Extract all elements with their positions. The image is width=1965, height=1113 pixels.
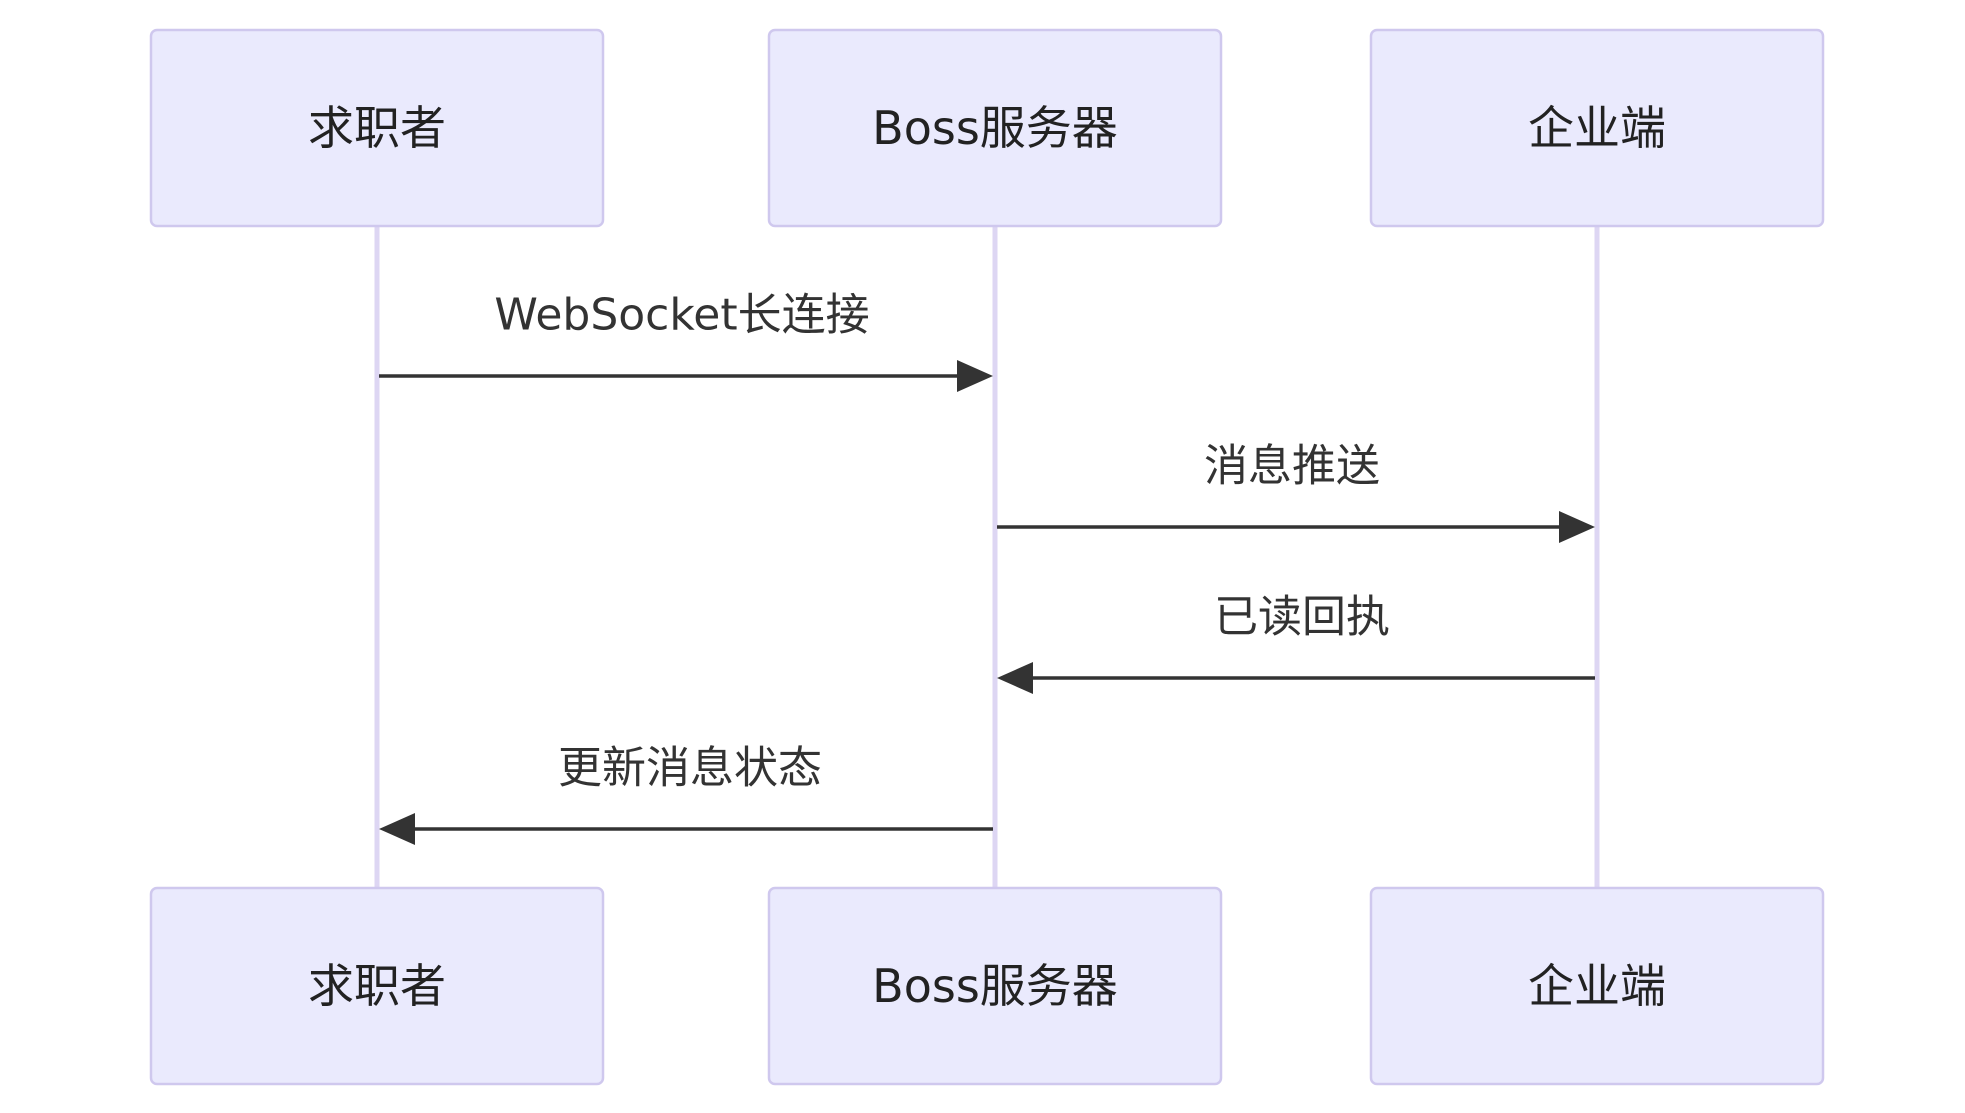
- actor-label: 企业端: [1528, 959, 1666, 1013]
- actor-label: 求职者: [308, 959, 446, 1013]
- actor-bottom-company[interactable]: 企业端: [1369, 886, 1825, 1086]
- actor-bottom-seeker[interactable]: 求职者: [149, 886, 605, 1086]
- arrow-left-icon: [997, 662, 1033, 694]
- actor-label: Boss服务器: [872, 959, 1118, 1013]
- arrow-right-icon: [957, 360, 993, 392]
- actor-top-server[interactable]: Boss服务器: [767, 28, 1223, 228]
- actor-label: Boss服务器: [872, 101, 1118, 155]
- message-label: WebSocket长连接: [494, 290, 869, 341]
- message-update-status[interactable]: 更新消息状态: [379, 743, 993, 846]
- arrow-right-icon: [1559, 511, 1595, 543]
- actor-label: 求职者: [308, 101, 446, 155]
- arrow-left-icon: [379, 813, 415, 845]
- message-read-receipt[interactable]: 已读回执: [997, 592, 1595, 695]
- actor-label: 企业端: [1528, 101, 1666, 155]
- message-label: 消息推送: [1204, 441, 1380, 492]
- message-label: 已读回执: [1214, 592, 1390, 643]
- actor-top-company[interactable]: 企业端: [1369, 28, 1825, 228]
- message-push[interactable]: 消息推送: [997, 441, 1595, 544]
- message-label: 更新消息状态: [558, 743, 822, 794]
- message-websocket[interactable]: WebSocket长连接: [379, 290, 993, 393]
- actor-bottom-server[interactable]: Boss服务器: [767, 886, 1223, 1086]
- actor-top-seeker[interactable]: 求职者: [149, 28, 605, 228]
